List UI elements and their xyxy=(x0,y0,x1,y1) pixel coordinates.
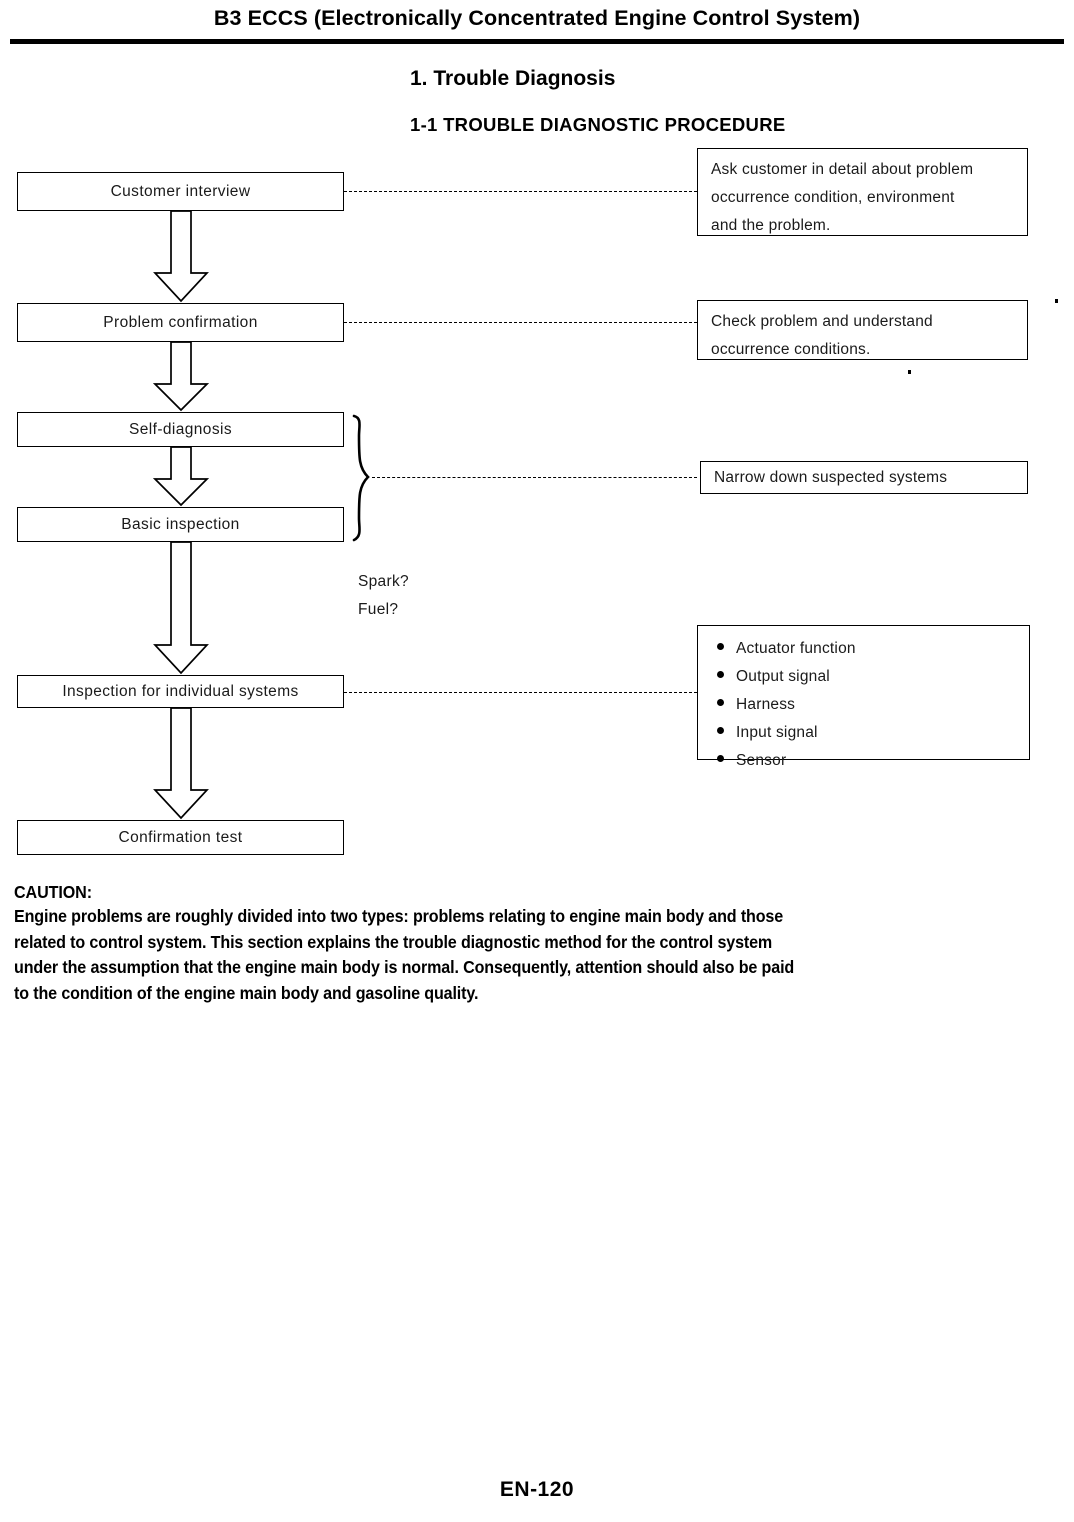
flow-step-label: Self-diagnosis xyxy=(129,420,232,438)
section-title: 1. Trouble Diagnosis xyxy=(410,67,616,90)
note-bullet-label: Input signal xyxy=(736,724,818,741)
flow-arrow-4 xyxy=(153,542,209,675)
note-box-narrow-down: Narrow down suspected systems xyxy=(700,461,1028,494)
flow-step-basic-inspection: Basic inspection xyxy=(17,507,344,542)
page-header: B3 ECCS (Electronically Concentrated Eng… xyxy=(0,6,1074,46)
note-line: and the problem. xyxy=(711,217,831,234)
side-note-spark: Spark? xyxy=(358,573,409,590)
trouble-diagnostic-flowchart: Customer interview Problem confirmation … xyxy=(17,148,1058,855)
flow-step-inspection-individual-systems: Inspection for individual systems xyxy=(17,675,344,708)
note-bullet-label: Harness xyxy=(736,696,796,713)
leader-line-narrow-down xyxy=(372,477,697,478)
note-line: Ask customer in detail about problem xyxy=(711,161,974,178)
page-title: B3 ECCS (Electronically Concentrated Eng… xyxy=(213,6,861,30)
note-box-individual-systems: Actuator function Output signal Harness … xyxy=(697,625,1030,769)
bullet-dot-icon xyxy=(717,643,724,651)
flow-step-label: Customer interview xyxy=(110,182,251,200)
bullet-dot-icon xyxy=(717,727,724,735)
flow-step-label: Basic inspection xyxy=(121,515,240,533)
page-footer: EN-120 xyxy=(499,1478,575,1501)
flow-arrow-2 xyxy=(153,342,209,412)
caution-block: CAUTION: Engine problems are roughly div… xyxy=(14,880,1054,1006)
note-bullet-item: Harness xyxy=(711,691,1029,719)
bullet-dot-icon xyxy=(717,755,724,763)
note-bullet-label: Actuator function xyxy=(736,640,856,657)
flow-step-label: Inspection for individual systems xyxy=(62,682,299,700)
flow-step-confirmation-test: Confirmation test xyxy=(17,820,344,855)
leader-line-problem-confirmation xyxy=(344,322,697,323)
header-rule xyxy=(10,39,1064,44)
note-bullet-item: Sensor xyxy=(711,747,1029,775)
flow-arrow-3 xyxy=(153,447,209,507)
note-box-customer-interview: Ask customer in detail about problem occ… xyxy=(697,148,1028,236)
bullet-dot-icon xyxy=(717,671,724,679)
flow-arrow-1 xyxy=(153,211,209,303)
grouping-brace xyxy=(348,414,374,542)
note-bullet-item: Output signal xyxy=(711,663,1029,691)
caution-label: CAUTION: xyxy=(14,882,92,902)
note-bullet-item: Actuator function xyxy=(711,635,1029,663)
flow-step-label: Problem confirmation xyxy=(103,313,258,331)
scan-speck xyxy=(908,370,911,374)
note-bullet-item: Input signal xyxy=(711,719,1029,747)
flow-step-problem-confirmation: Problem confirmation xyxy=(17,303,344,342)
caution-line: related to control system. This section … xyxy=(14,931,773,952)
flow-step-self-diagnosis: Self-diagnosis xyxy=(17,412,344,447)
caution-line: under the assumption that the engine mai… xyxy=(14,957,795,977)
caution-body: Engine problems are roughly divided into… xyxy=(14,904,1049,1006)
caution-line: Engine problems are roughly divided into… xyxy=(14,906,784,926)
side-note-fuel: Fuel? xyxy=(358,601,399,618)
note-line: occurrence conditions. xyxy=(711,341,871,358)
leader-line-individual-systems xyxy=(344,692,697,693)
scan-speck xyxy=(1055,299,1058,303)
flow-step-customer-interview: Customer interview xyxy=(17,172,344,211)
subsection-title: 1-1 TROUBLE DIAGNOSTIC PROCEDURE xyxy=(410,114,786,135)
note-line: Narrow down suspected systems xyxy=(714,468,948,486)
note-bullet-label: Output signal xyxy=(736,668,830,685)
note-box-problem-confirmation: Check problem and understand occurrence … xyxy=(697,300,1028,360)
note-line: occurrence condition, environment xyxy=(711,189,955,206)
flow-arrow-5 xyxy=(153,708,209,820)
bullet-dot-icon xyxy=(717,699,724,707)
leader-line-customer-interview xyxy=(344,191,697,192)
flow-step-label: Confirmation test xyxy=(118,828,243,846)
caution-line: to the condition of the engine main body… xyxy=(14,982,479,1003)
note-line: Check problem and understand xyxy=(711,313,933,330)
note-bullet-label: Sensor xyxy=(736,752,787,769)
